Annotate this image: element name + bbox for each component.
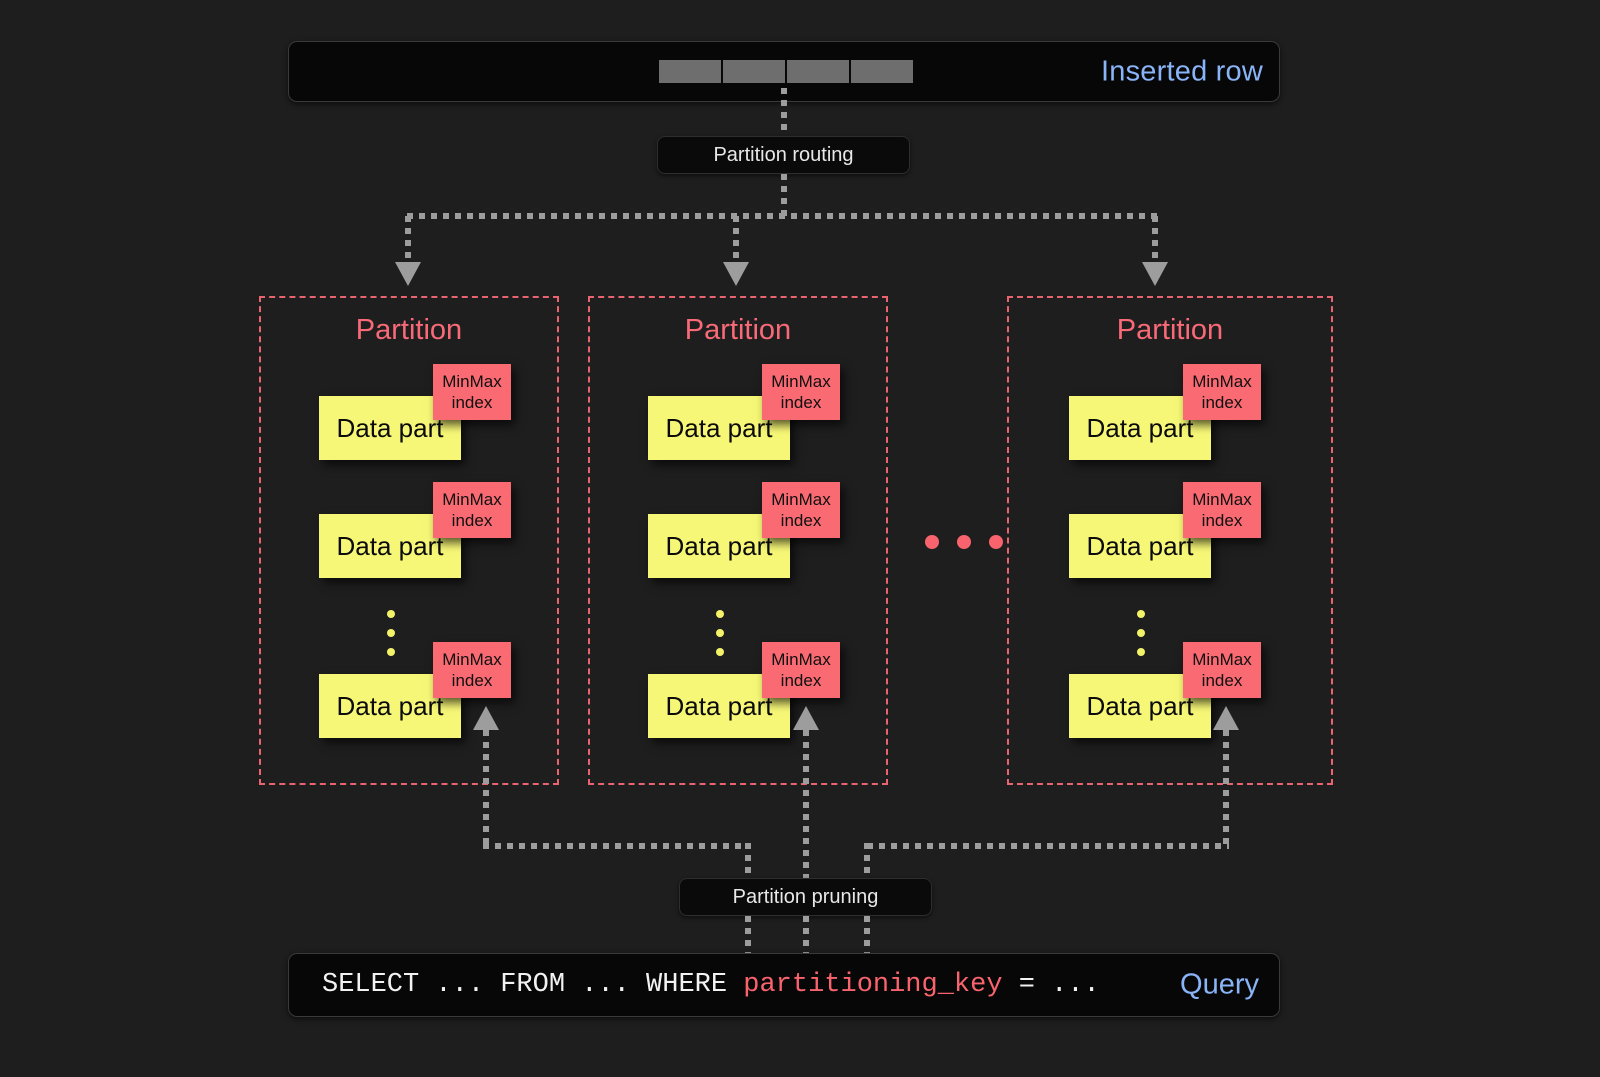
row-cell [659, 60, 721, 83]
partition-pruning-box: Partition pruning [679, 878, 932, 916]
inserted-row-bar: Inserted row [288, 41, 1280, 102]
connector-bus-to-partition-1 [405, 216, 411, 264]
minmax-line-1: MinMax [771, 372, 831, 391]
minmax-line-2: index [1201, 671, 1243, 690]
partitions-horizontal-ellipsis-icon [925, 535, 1003, 549]
partition-1-part-3: Data part MinMax index [261, 642, 557, 742]
minmax-line-2: index [1201, 511, 1243, 530]
minmax-line-2: index [451, 511, 493, 530]
partition-3: Partition Data part MinMax index Data par… [1007, 296, 1333, 785]
arrow-into-partition-1-icon [395, 262, 421, 286]
connector-routing-to-bus [781, 174, 787, 216]
arrow-from-pruning-to-partition-3-icon [1213, 706, 1239, 730]
routing-fanout-bus [407, 213, 1157, 219]
connector-partition-2-to-pruning [803, 730, 809, 882]
connector-pruning-to-query-1 [745, 916, 751, 954]
query-statement: SELECT ... FROM ... WHERE partitioning_k… [322, 970, 1100, 1000]
arrow-into-partition-3-icon [1142, 262, 1168, 286]
data-part-box: Data part [1069, 674, 1211, 738]
partition-1-vertical-ellipsis-icon [387, 610, 395, 656]
connector-partition-3-down [1223, 730, 1229, 846]
minmax-line-1: MinMax [442, 650, 502, 669]
query-prefix: SELECT ... FROM ... WHERE [322, 970, 744, 1000]
minmax-line-1: MinMax [442, 372, 502, 391]
minmax-line-1: MinMax [1192, 650, 1252, 669]
minmax-line-2: index [451, 393, 493, 412]
arrow-from-pruning-to-partition-2-icon [793, 706, 819, 730]
minmax-line-2: index [451, 671, 493, 690]
connector-bus-1-to-pruning [745, 843, 751, 881]
row-cell [723, 60, 785, 83]
query-label: Query [1180, 968, 1259, 1001]
connector-partition-3-to-pruning [867, 843, 1229, 849]
partition-2: Partition Data part MinMax index Data par… [588, 296, 888, 785]
minmax-index-box: MinMax index [762, 364, 840, 420]
minmax-index-box: MinMax index [762, 482, 840, 538]
minmax-index-box: MinMax index [1183, 364, 1261, 420]
data-part-box: Data part [648, 396, 790, 460]
query-bar: SELECT ... FROM ... WHERE partitioning_k… [288, 953, 1280, 1017]
data-part-box: Data part [319, 514, 461, 578]
connector-partition-1-down [483, 730, 489, 846]
minmax-line-1: MinMax [771, 650, 831, 669]
partition-1: Partition Data part MinMax index Data par… [259, 296, 559, 785]
partition-3-title: Partition [1116, 314, 1224, 346]
minmax-line-2: index [780, 511, 822, 530]
minmax-line-1: MinMax [1192, 372, 1252, 391]
minmax-index-box: MinMax index [433, 642, 511, 698]
partition-1-part-2: Data part MinMax index [261, 482, 557, 582]
minmax-line-1: MinMax [442, 490, 502, 509]
minmax-index-box: MinMax index [1183, 642, 1261, 698]
query-partitioning-key: partitioning_key [743, 970, 1003, 1000]
connector-bus-to-partition-2 [733, 216, 739, 264]
connector-pruning-to-query-3 [864, 916, 870, 954]
minmax-line-2: index [780, 393, 822, 412]
partition-2-part-1: Data part MinMax index [590, 364, 886, 464]
partition-3-vertical-ellipsis-icon [1137, 610, 1145, 656]
connector-pruning-to-query-2 [803, 916, 809, 954]
minmax-line-1: MinMax [1192, 490, 1252, 509]
minmax-index-box: MinMax index [433, 364, 511, 420]
partition-routing-box: Partition routing [657, 136, 910, 174]
minmax-index-box: MinMax index [433, 482, 511, 538]
inserted-row-cells [659, 60, 913, 83]
partition-2-vertical-ellipsis-icon [716, 610, 724, 656]
connector-bus-to-partition-3 [1152, 216, 1158, 264]
connector-insert-to-routing [781, 88, 787, 136]
connector-bus-3-to-pruning [864, 843, 870, 881]
data-part-box: Data part [319, 674, 461, 738]
arrow-from-pruning-to-partition-1-icon [473, 706, 499, 730]
minmax-line-1: MinMax [771, 490, 831, 509]
minmax-index-box: MinMax index [1183, 482, 1261, 538]
row-cell [851, 60, 913, 83]
connector-partition-1-to-pruning [483, 843, 751, 849]
query-suffix: = ... [1002, 970, 1100, 1000]
minmax-line-2: index [1201, 393, 1243, 412]
inserted-row-label: Inserted row [1101, 55, 1263, 87]
partition-1-title: Partition [355, 314, 463, 346]
row-cell [787, 60, 849, 83]
minmax-index-box: MinMax index [762, 642, 840, 698]
partition-2-title: Partition [684, 314, 792, 346]
minmax-line-2: index [780, 671, 822, 690]
arrow-into-partition-2-icon [723, 262, 749, 286]
partition-3-part-3: Data part MinMax index [1009, 642, 1331, 742]
